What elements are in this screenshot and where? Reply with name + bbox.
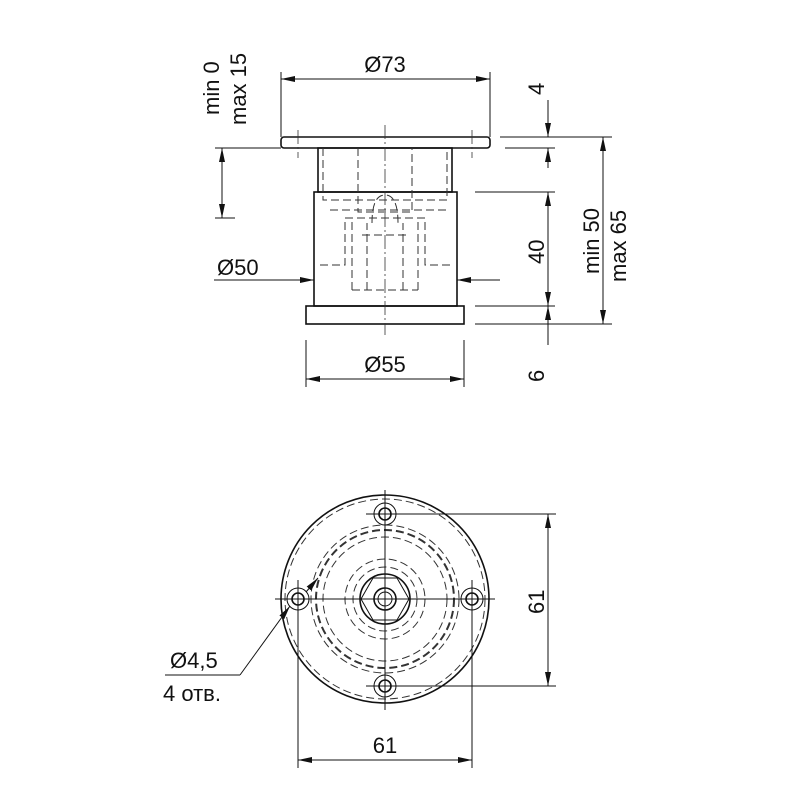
top-view: 61 61 Ø4,5 4 отв. — [163, 490, 556, 768]
dim-plate-thickness: 4 — [524, 83, 549, 95]
dim-adjust-max: max 15 — [226, 53, 251, 125]
side-view: Ø73 min 0 max 15 Ø50 Ø55 4 40 6 min 50 m… — [199, 52, 631, 387]
body — [313, 191, 458, 307]
dim-hole-diameter: Ø4,5 — [170, 648, 218, 673]
dim-top-diameter: Ø73 — [364, 52, 406, 77]
dim-adjust-min: min 0 — [199, 61, 224, 115]
dim-hole-spacing-horizontal: 61 — [373, 733, 397, 758]
dim-body-diameter: Ø50 — [217, 255, 259, 280]
dim-base-thickness: 6 — [524, 370, 549, 382]
dim-total-max: max 65 — [606, 210, 631, 282]
dim-body-height: 40 — [524, 240, 549, 264]
dim-hole-count: 4 отв. — [163, 681, 221, 706]
mounting-plate — [280, 136, 491, 149]
dim-hole-spacing-vertical: 61 — [524, 590, 549, 614]
dim-base-diameter: Ø55 — [364, 352, 406, 377]
dim-total-min: min 50 — [579, 208, 604, 274]
